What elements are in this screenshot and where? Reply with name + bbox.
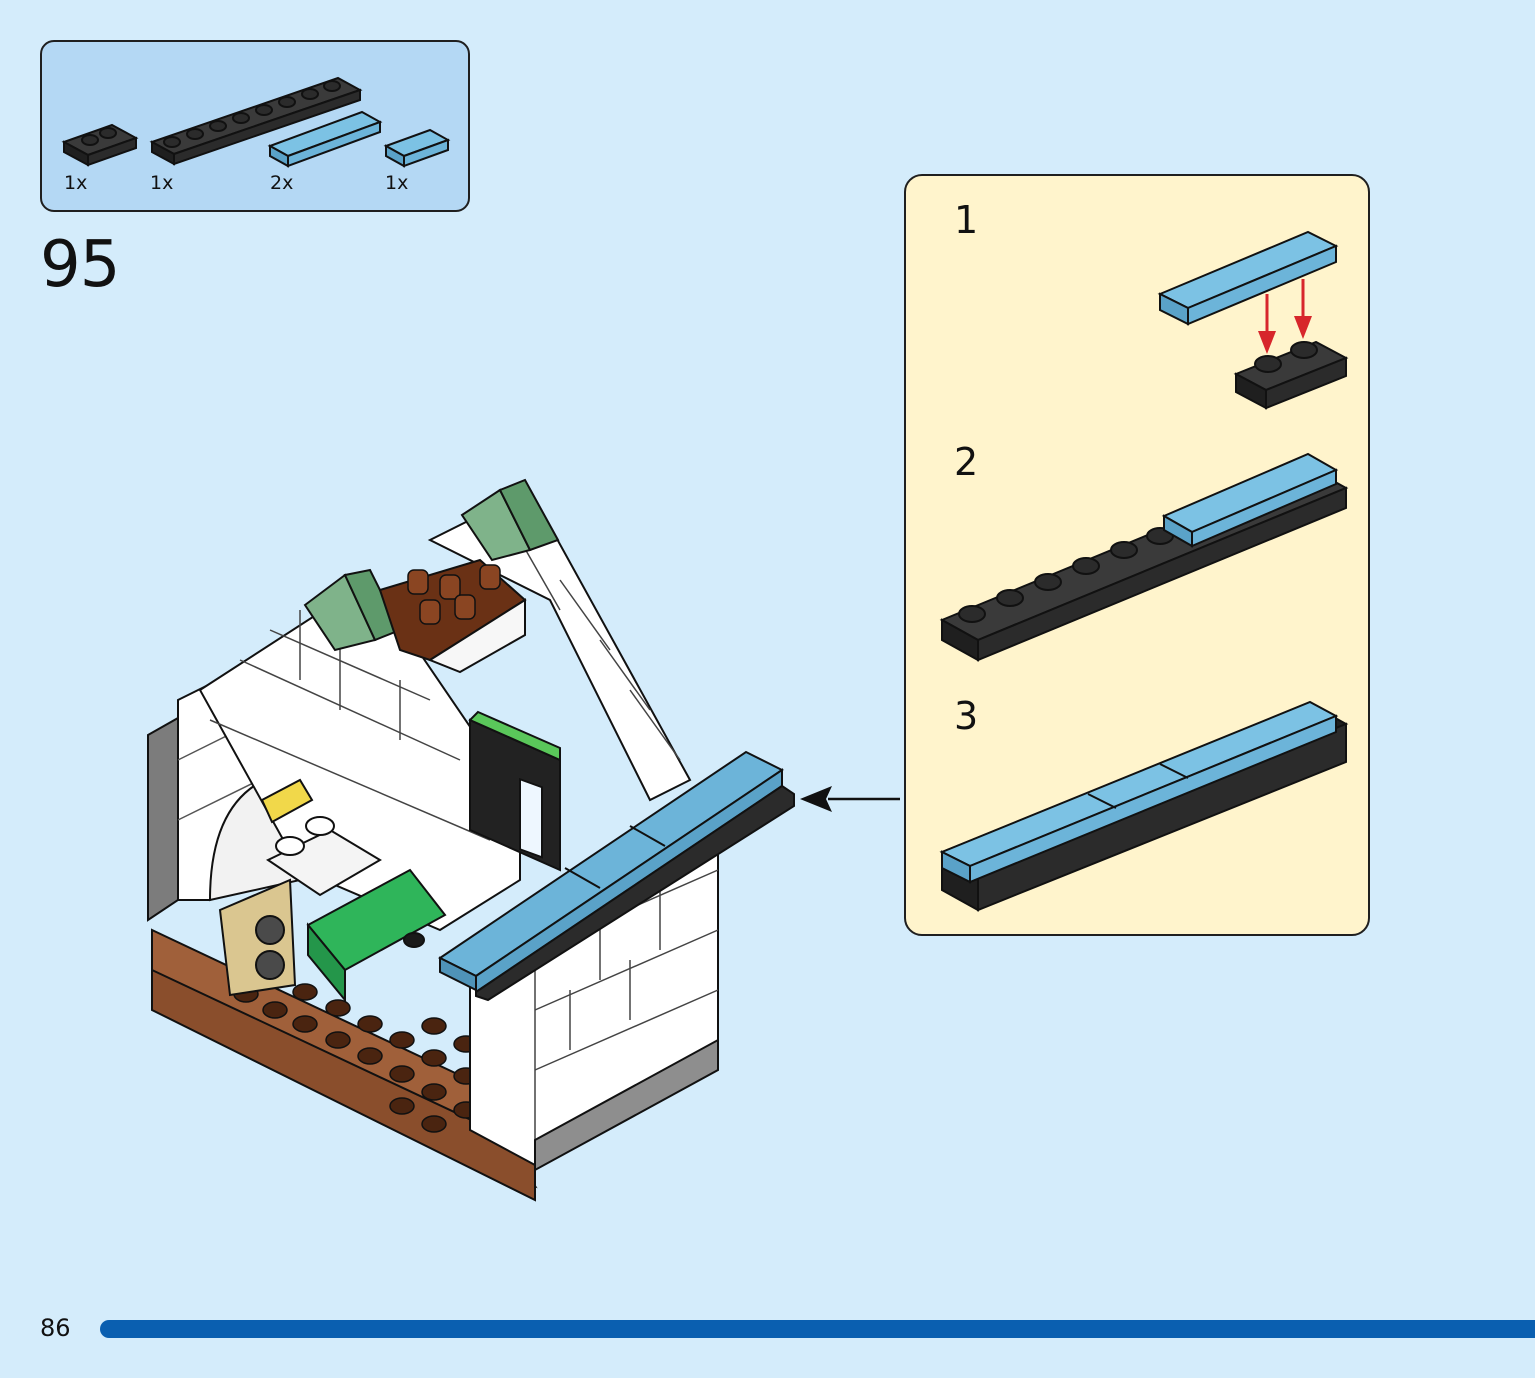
progress-bar-fill <box>100 1320 1535 1338</box>
roof-peak-tiles <box>303 478 560 652</box>
sub-assembly-panel: 1 2 3 <box>904 174 1370 936</box>
brown-bricks <box>378 558 527 674</box>
front-wall <box>469 848 719 1172</box>
part-qty-label: 1x <box>150 172 174 194</box>
sub-step-3-illustration <box>939 700 1349 912</box>
step-number: 95 <box>40 228 120 302</box>
sub-step-1-illustration <box>1157 230 1349 410</box>
bed <box>218 778 447 1003</box>
part-qty-label: 1x <box>385 172 409 194</box>
page-number: 86 <box>40 1314 71 1342</box>
window <box>468 710 561 872</box>
progress-bar <box>100 1320 1535 1338</box>
callout-arrow <box>800 786 900 812</box>
part-blue-tile-1x4 <box>267 110 383 168</box>
sub-step-number: 2 <box>954 440 979 484</box>
sub-assembly-illustration <box>939 230 1349 912</box>
new-roof-assembly <box>438 750 795 1002</box>
sub-step-number: 1 <box>954 198 979 242</box>
part-qty-label: 2x <box>270 172 294 194</box>
parts-illustration <box>61 76 451 168</box>
part-blue-tile-1x2 <box>383 128 451 168</box>
baseplate <box>151 928 538 1202</box>
model-illustration <box>147 478 900 1202</box>
sub-step-2-illustration <box>939 452 1349 662</box>
parts-list-box: 1x 1x 2x 1x <box>40 40 470 212</box>
sub-step-number: 3 <box>954 694 979 738</box>
part-black-plate-1x8 <box>149 76 363 166</box>
part-qty-label: 1x <box>64 172 88 194</box>
part-black-plate-1x2 <box>61 123 139 167</box>
